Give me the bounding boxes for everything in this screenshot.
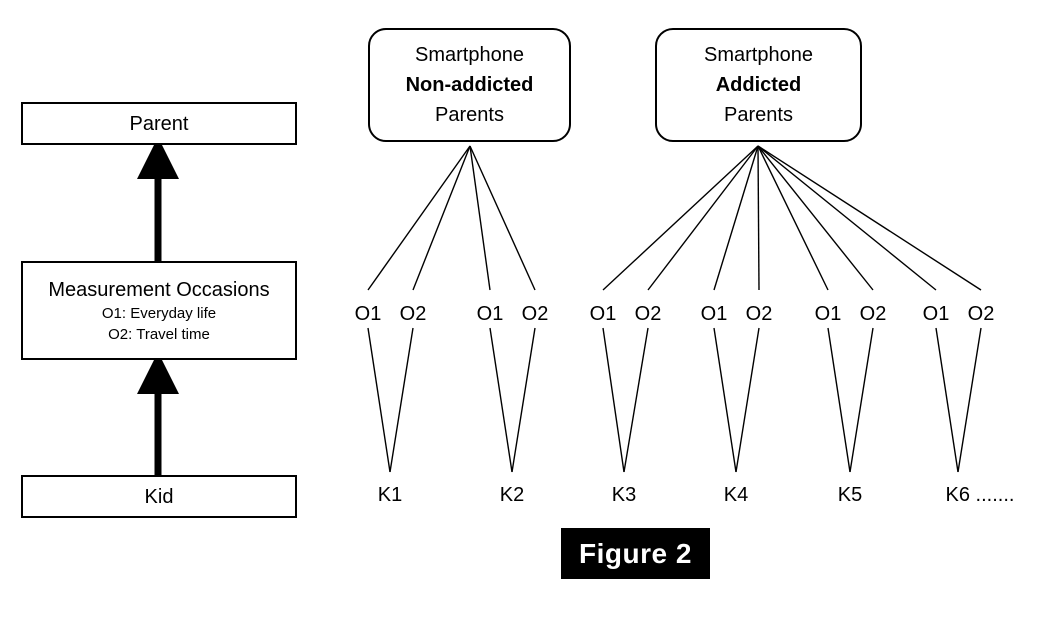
occasion-node-k5-o1: O1	[814, 303, 842, 325]
occasion-node-k3-o2: O2	[634, 303, 662, 325]
occasion-node-k2-o2: O2	[521, 303, 549, 325]
group-nonaddicted-line2: Non-addicted	[405, 74, 534, 96]
kid-node-k3: K3	[611, 484, 637, 506]
level-box-measurement-occasions: Measurement Occasions O1: Everyday life …	[21, 261, 297, 360]
level-box-kid-label: Kid	[144, 485, 174, 508]
occasion-node-k2-o1: O1	[476, 303, 504, 325]
group-box-nonaddicted-parents: Smartphone Non-addicted Parents	[368, 28, 571, 142]
kid-node-k5: K5	[837, 484, 863, 506]
occasion-node-k6-o1: O1	[922, 303, 950, 325]
group-nonaddicted-line3: Parents	[435, 104, 504, 126]
occasion-node-k4-o1: O1	[700, 303, 728, 325]
occasion-node-k1-o2: O2	[399, 303, 427, 325]
occasion-node-k4-o2: O2	[745, 303, 773, 325]
level-box-measurement-title: Measurement Occasions	[48, 278, 270, 301]
occasion-node-k1-o1: O1	[354, 303, 382, 325]
kid-node-k2: K2	[499, 484, 525, 506]
occasion-node-k3-o1: O1	[589, 303, 617, 325]
group-addicted-line3: Parents	[724, 104, 793, 126]
fan-edges-addicted	[602, 145, 982, 291]
fan-edges-nonaddicted	[367, 145, 536, 291]
occasion-node-k5-o2: O2	[859, 303, 887, 325]
occasion-definition-o2: O2: Travel time	[108, 325, 210, 343]
kid-node-k4: K4	[723, 484, 749, 506]
group-box-addicted-parents: Smartphone Addicted Parents	[655, 28, 862, 142]
group-addicted-line1: Smartphone	[704, 44, 813, 66]
kid-node-k1: K1	[377, 484, 403, 506]
kid-node-k6: K6 .......	[945, 484, 1015, 506]
group-nonaddicted-line1: Smartphone	[415, 44, 524, 66]
v-edges-occasions-to-kids	[367, 327, 982, 473]
level-box-kid: Kid	[21, 475, 297, 518]
group-addicted-line2: Addicted	[715, 74, 802, 96]
occasion-definition-o1: O1: Everyday life	[101, 304, 217, 322]
figure-caption: Figure 2	[561, 528, 710, 579]
level-box-parent-label: Parent	[129, 112, 189, 135]
level-box-parent: Parent	[21, 102, 297, 145]
occasion-node-k6-o2: O2	[967, 303, 995, 325]
